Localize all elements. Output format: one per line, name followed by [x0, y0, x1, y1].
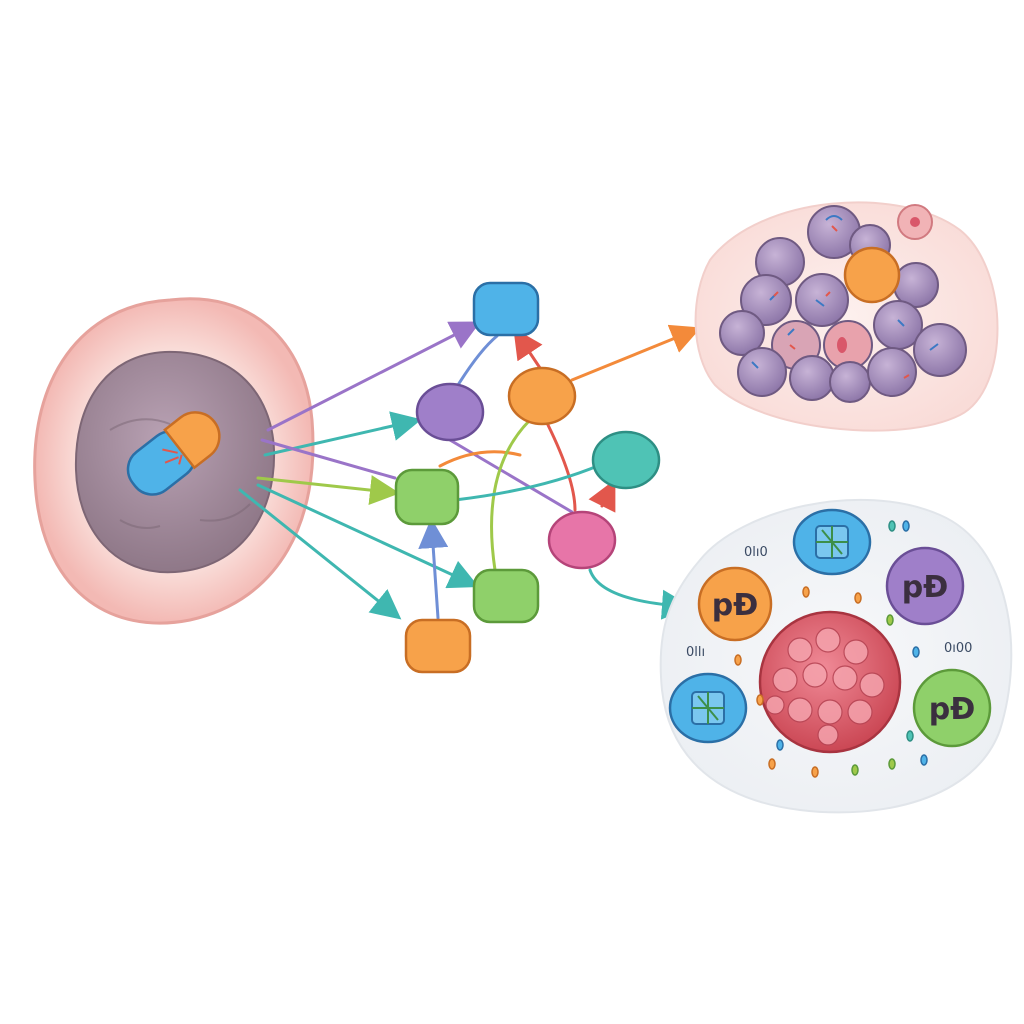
- network-node-icon: [472, 568, 540, 624]
- network-node-icon: [404, 618, 472, 674]
- molecule-dots: [734, 520, 928, 778]
- network-node-icon: [415, 382, 485, 442]
- network-node-icon: [394, 468, 460, 526]
- green-receptor: pĐ: [912, 668, 992, 748]
- arrow-icon: [570, 324, 702, 382]
- network-node-icon: [507, 366, 577, 426]
- tumor-microenvironment: pĐ pĐ pĐ 0lı0 0llı 0ı00: [659, 498, 1013, 814]
- arrow-icon: [453, 463, 602, 502]
- protein-complex-icon: [668, 672, 748, 744]
- pathway-arrows: [238, 321, 702, 620]
- network-nodes: [394, 281, 661, 674]
- cell-cluster-icon: [694, 201, 999, 432]
- arrow-icon: [263, 411, 422, 457]
- arrow-icon: [266, 321, 481, 432]
- label-top-left: 0lı0: [744, 545, 768, 560]
- arrow-icon: [546, 423, 577, 512]
- protein-complex-icon: [792, 508, 872, 576]
- network-node-icon: [472, 281, 540, 337]
- arrow-icon: [238, 488, 402, 620]
- purple-receptor-label: pĐ: [902, 570, 949, 605]
- purple-receptor: pĐ: [885, 546, 965, 626]
- arrow-icon: [448, 438, 574, 514]
- arrow-icon: [256, 475, 400, 505]
- green-receptor-label: pĐ: [929, 692, 976, 727]
- orange-receptor: pĐ: [697, 566, 773, 642]
- arrow-icon: [588, 479, 616, 513]
- tumor-mass-icon: [758, 610, 902, 754]
- arrow-icon: [490, 418, 532, 572]
- arrow-icon: [260, 438, 397, 480]
- label-mid-right: 0ı00: [944, 641, 972, 656]
- cell-icon: [33, 297, 315, 625]
- label-mid-left: 0llı: [686, 645, 705, 660]
- arrow-icon: [438, 450, 522, 468]
- arrow-icon: [588, 568, 692, 620]
- arrow-icon: [456, 334, 499, 387]
- arrow-icon: [418, 518, 449, 620]
- arrow-icon: [513, 328, 543, 370]
- network-node-icon: [547, 510, 617, 570]
- network-node-icon: [591, 430, 661, 490]
- orange-receptor-label: pĐ: [712, 588, 759, 623]
- capsule-icon: [126, 411, 221, 496]
